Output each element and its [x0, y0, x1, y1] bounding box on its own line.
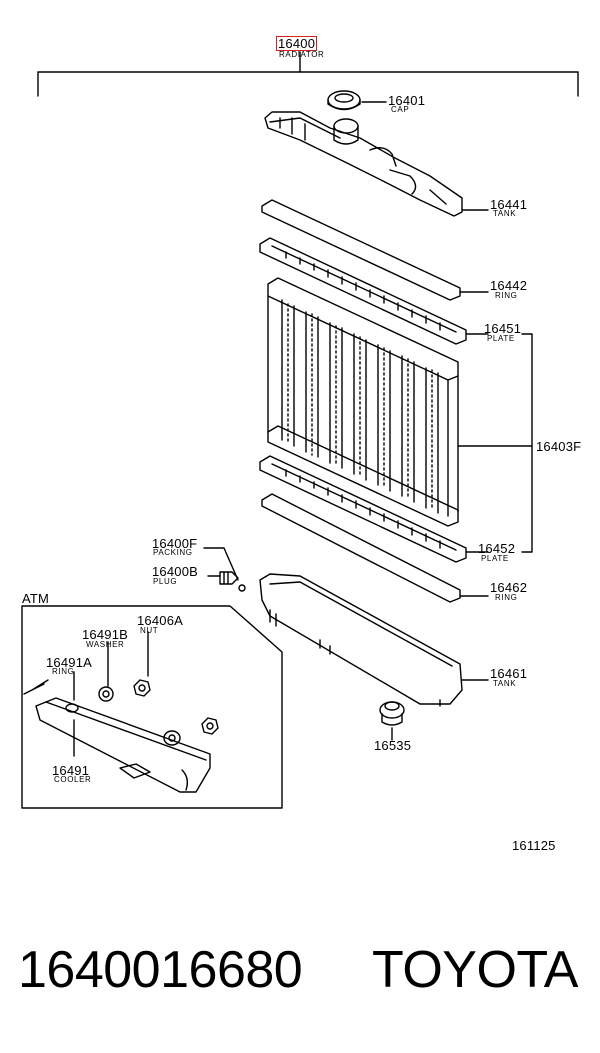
drain-cock-shape — [379, 701, 405, 741]
washers-nuts-shape — [98, 679, 219, 746]
lower-ring-part-number[interactable]: 16462 — [490, 580, 528, 595]
lower-tank-part-number[interactable]: 16461 — [490, 666, 528, 681]
upper-ring-part-name: RING — [495, 291, 518, 300]
nut-part-name: NUT — [140, 626, 159, 635]
plug-shape — [219, 571, 239, 585]
plug-part-name: PLUG — [153, 577, 178, 586]
upper-ring-part-number[interactable]: 16442 — [490, 278, 528, 293]
cap-shape — [327, 90, 361, 111]
lower-ring-shape — [261, 493, 461, 603]
radiator-part-number[interactable]: 16400 — [276, 36, 318, 51]
washer-part-name: WASHER — [86, 640, 125, 649]
cap-part-name: CAP — [391, 105, 410, 114]
packing-part-name: PACKING — [153, 548, 193, 557]
lower-plate-part-number[interactable]: 16452 — [478, 541, 516, 556]
washer-part-number[interactable]: 16491B — [82, 627, 129, 642]
footer-part-number: 1640016680 — [18, 941, 303, 999]
cooler-shape — [23, 679, 211, 793]
drain-part-number[interactable]: 16535 — [374, 738, 412, 753]
upper-plate-shape — [259, 237, 467, 345]
packing-part-number[interactable]: 16400F — [152, 536, 198, 551]
upper-tank-part-number[interactable]: 16441 — [490, 197, 528, 212]
core-shape — [267, 277, 459, 527]
atm-label: ATM — [22, 591, 50, 606]
upper-tank-part-name: TANK — [493, 209, 517, 218]
footer-brand: TOYOTA — [372, 941, 579, 999]
lower-ring-part-name: RING — [495, 593, 518, 602]
upper-plate-part-number[interactable]: 16451 — [484, 321, 522, 336]
lower-plate-part-name: PLATE — [481, 554, 509, 563]
lower-plate-shape — [259, 455, 467, 563]
upper-tank-shape — [264, 111, 463, 217]
cooler-part-name: COOLER — [54, 775, 92, 784]
cooler-ring-part-name: RING — [52, 667, 75, 676]
core-part-number[interactable]: 16403F — [536, 439, 582, 454]
radiator-exploded-diagram — [21, 51, 579, 809]
plug-part-number[interactable]: 16400B — [152, 564, 199, 579]
upper-ring-shape — [261, 199, 461, 301]
lower-tank-part-name: TANK — [493, 679, 517, 688]
nut-part-number[interactable]: 16406A — [137, 613, 184, 628]
lower-tank-shape — [259, 573, 463, 707]
cap-part-number[interactable]: 16401 — [388, 93, 426, 108]
upper-plate-part-name: PLATE — [487, 334, 515, 343]
cooler-part-number[interactable]: 16491 — [52, 763, 90, 778]
radiator-part-name: RADIATOR — [279, 50, 325, 59]
cooler-ring-part-number[interactable]: 16491A — [46, 655, 93, 670]
diagram-number: 161125 — [512, 838, 556, 853]
atm-box — [21, 605, 283, 809]
